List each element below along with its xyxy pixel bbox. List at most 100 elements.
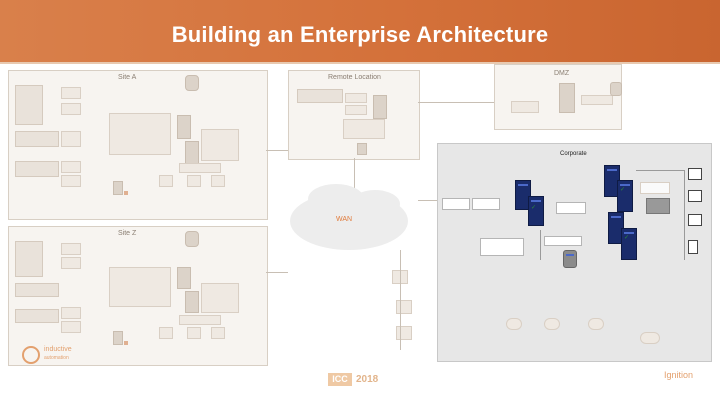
site-z-workstation (113, 331, 123, 345)
dmz-component (581, 95, 613, 105)
cloud-service-icon (544, 318, 560, 330)
site-z-component (61, 243, 81, 255)
site-z-indicator (124, 341, 128, 345)
field-device (396, 326, 412, 340)
dmz-component (511, 101, 539, 113)
site-z-database (185, 231, 199, 247)
site-a-panel (8, 70, 268, 220)
cloud-service-icon (506, 318, 522, 330)
remote-component (343, 119, 385, 139)
remote-location-panel (288, 70, 420, 160)
site-a-component (201, 129, 239, 161)
remote-component (345, 93, 367, 103)
site-a-server (185, 141, 199, 165)
client-monitor (688, 190, 702, 202)
load-balancer (640, 182, 670, 194)
remote-server (373, 95, 387, 119)
site-z-component (187, 327, 201, 339)
mobile-device (688, 240, 698, 254)
connector (266, 272, 288, 273)
dmz-panel (494, 64, 622, 130)
corporate-database (563, 250, 577, 268)
logo-line1: inductive (44, 346, 72, 353)
logo-ring-icon (22, 346, 40, 364)
site-a-component (61, 161, 81, 173)
corporate-module-tag (472, 198, 500, 210)
site-z-component (211, 327, 225, 339)
network-switch (646, 198, 670, 214)
site-z-server (185, 291, 199, 313)
site-a-component (159, 175, 173, 187)
corporate-connector (540, 230, 541, 260)
site-z-component (109, 267, 171, 307)
check-icon: ✓ (624, 235, 630, 241)
connector (400, 250, 401, 350)
check-icon: ✓ (620, 187, 626, 193)
site-a-component (61, 87, 81, 99)
corporate-connector (636, 170, 684, 171)
site-a-component (211, 175, 225, 187)
corporate-module-tag (480, 238, 524, 256)
icc-badge: ICC (328, 373, 352, 386)
site-a-label: Site A (118, 74, 137, 81)
site-z-component (61, 257, 81, 269)
connector (354, 158, 355, 188)
corporate-server (617, 180, 633, 212)
site-z-label: Site Z (118, 230, 137, 237)
site-a-workstation (113, 181, 123, 195)
dmz-label: DMZ (554, 70, 570, 77)
connector (418, 200, 438, 201)
corporate-server (621, 228, 637, 260)
site-a-component (179, 163, 221, 173)
icc-year: 2018 (356, 374, 379, 385)
client-monitor (688, 214, 702, 226)
site-a-component (61, 131, 81, 147)
check-icon: ✓ (531, 205, 537, 211)
plc-rack (15, 131, 59, 147)
site-a-server (177, 115, 191, 139)
dmz-server (559, 83, 575, 113)
corporate-label: Corporate (560, 151, 587, 157)
plc-rack (15, 161, 59, 177)
ignition-logo: Ignition (664, 370, 694, 380)
cloud-service-icon (640, 332, 660, 344)
site-a-database (185, 75, 199, 91)
dmz-database (610, 82, 622, 96)
client-monitor (688, 168, 702, 180)
plc-rack (15, 241, 43, 277)
corporate-module-tag (556, 202, 586, 214)
field-device (396, 300, 412, 314)
corporate-connector (684, 170, 685, 260)
wan-label: WAN (336, 216, 353, 223)
logo-text: inductive automation (44, 346, 72, 362)
corporate-server (528, 196, 544, 226)
remote-location-label: Remote Location (328, 74, 381, 81)
plc-rack (15, 309, 59, 323)
site-a-component (61, 175, 81, 187)
plc-rack (15, 283, 59, 297)
wan-cloud (350, 190, 400, 218)
site-z-panel (8, 226, 268, 366)
site-z-server (177, 267, 191, 289)
plc-rack (297, 89, 343, 103)
remote-workstation (357, 143, 367, 155)
site-a-indicator (124, 191, 128, 195)
remote-component (345, 105, 367, 115)
slide-title: Building an Enterprise Architecture (171, 22, 549, 47)
title-banner: Building an Enterprise Architecture (0, 0, 720, 62)
corporate-server (515, 180, 531, 210)
site-z-component (201, 283, 239, 313)
site-a-component (187, 175, 201, 187)
site-a-component (61, 103, 81, 115)
banner-divider (0, 62, 720, 64)
connector (266, 150, 288, 151)
corporate-module-tag (544, 236, 582, 246)
site-z-component (159, 327, 173, 339)
site-z-component (61, 307, 81, 319)
connector (418, 102, 494, 103)
plc-rack (15, 85, 43, 125)
site-z-component (61, 321, 81, 333)
corporate-module-tag (442, 198, 470, 210)
site-a-component (109, 113, 171, 155)
site-z-component (179, 315, 221, 325)
